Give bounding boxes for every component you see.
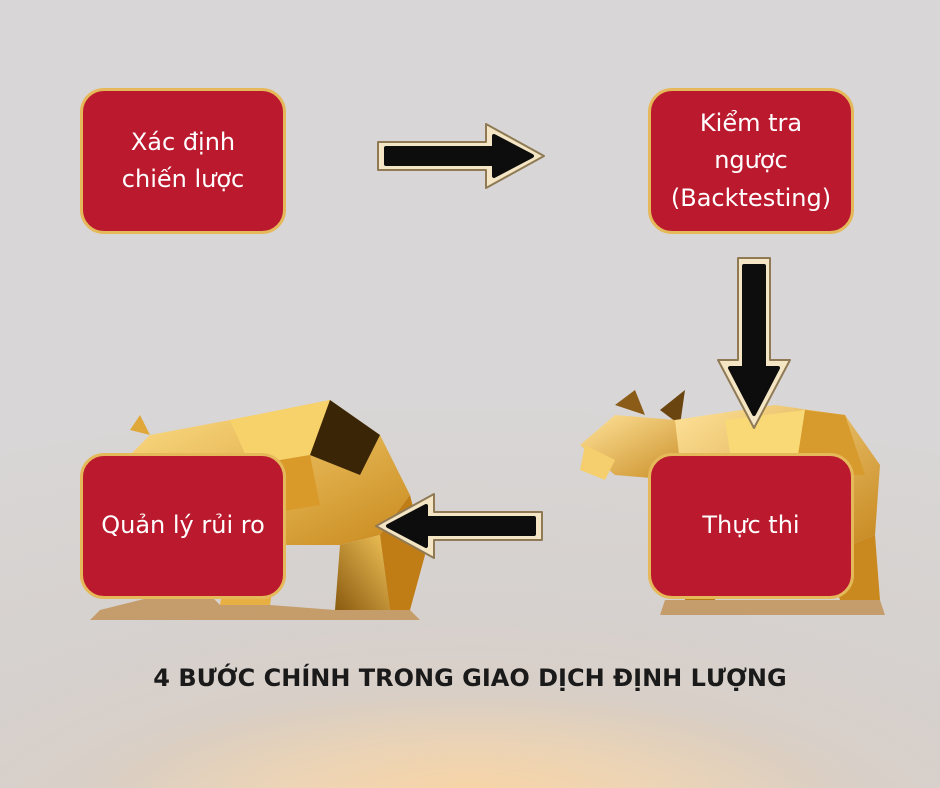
step-box-risk-management: Quản lý rủi ro [80, 453, 286, 599]
step-label: Kiểm tra ngược (Backtesting) [670, 109, 832, 212]
arrow-down-icon [717, 257, 791, 429]
warm-glow [0, 588, 940, 788]
arrow-right-icon [377, 123, 545, 189]
step-box-execution: Thực thi [648, 453, 854, 599]
step-label: Thực thi [702, 511, 800, 540]
diagram-title: 4 BƯỚC CHÍNH TRONG GIAO DỊCH ĐỊNH LƯỢNG [153, 664, 787, 692]
step-label: Xác định chiến lược [121, 127, 245, 193]
step-box-backtesting: Kiểm tra ngược (Backtesting) [648, 88, 854, 234]
step-box-define-strategy: Xác định chiến lược [80, 88, 286, 234]
arrow-left-icon [375, 493, 543, 559]
step-label: Quản lý rủi ro [101, 511, 265, 540]
